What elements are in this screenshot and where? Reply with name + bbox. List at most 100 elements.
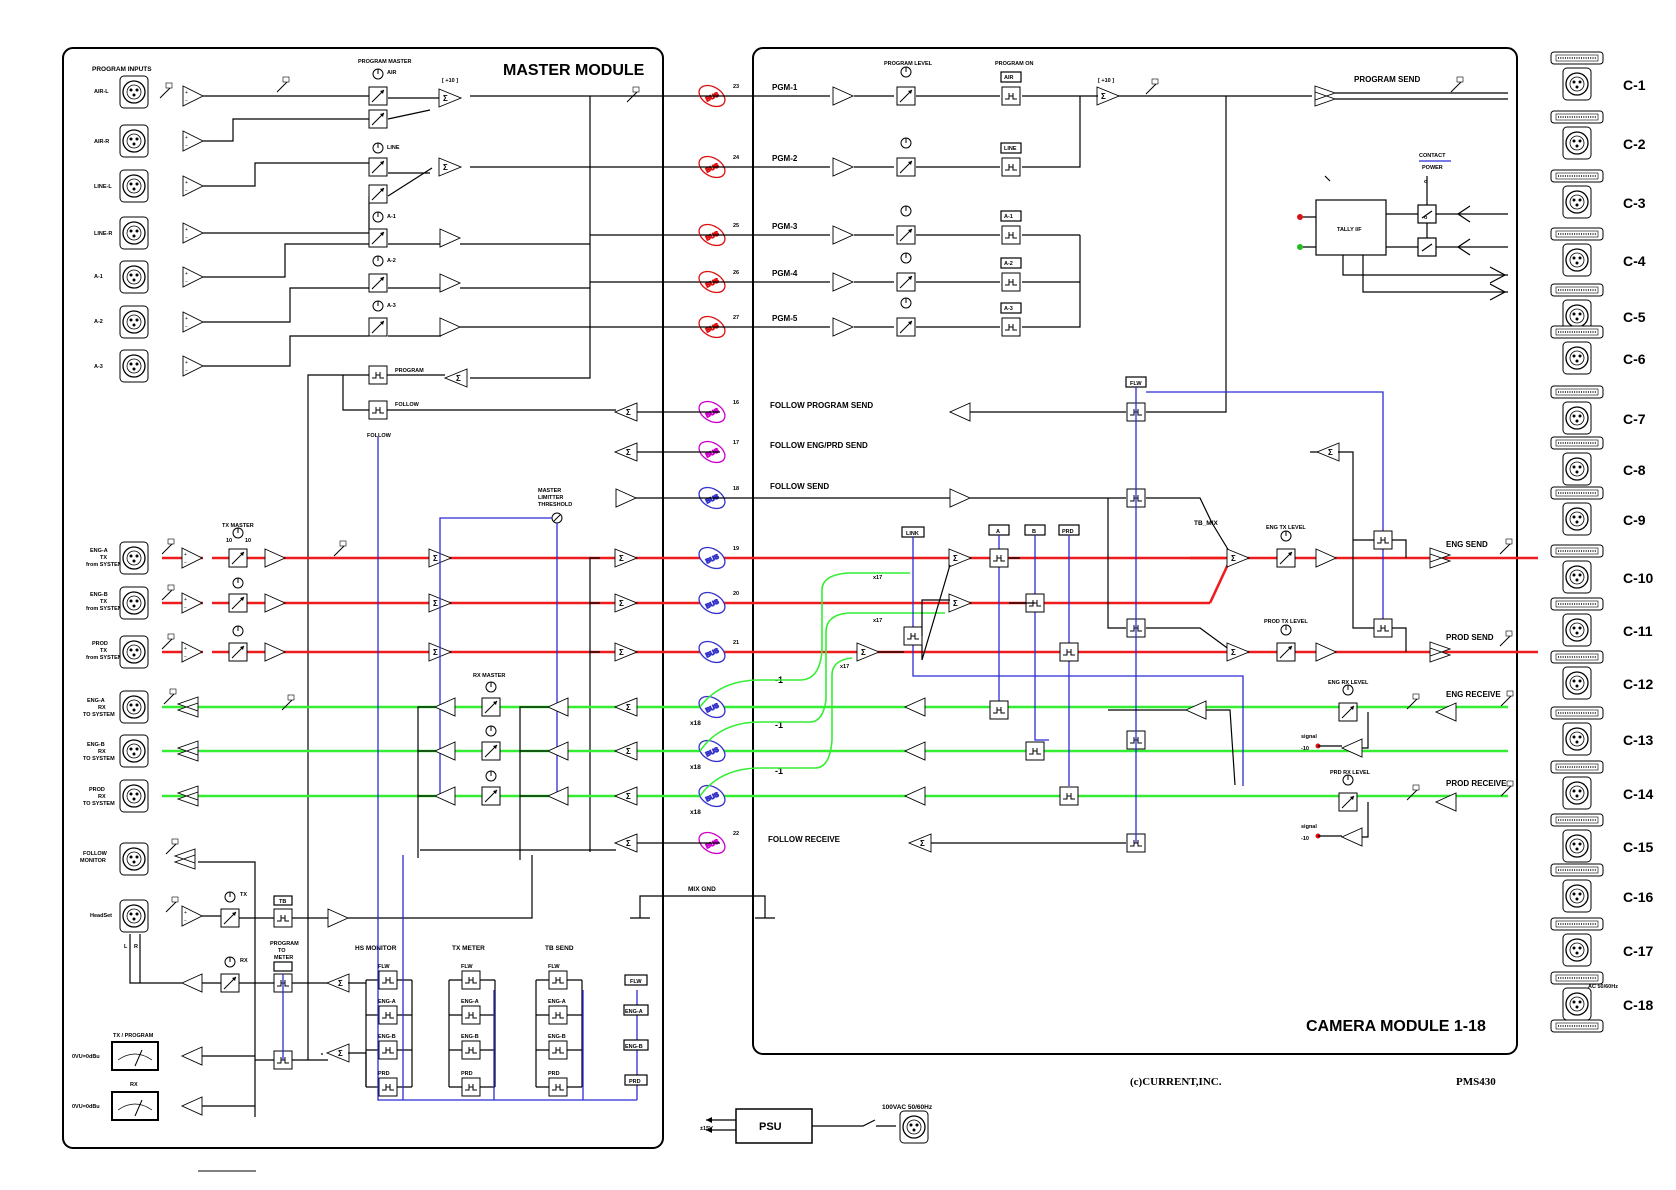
xlr-output-icon[interactable] — [119, 734, 149, 768]
xlr-connector-icon[interactable] — [1562, 341, 1592, 375]
grid-switch-icon[interactable] — [548, 970, 568, 990]
dsub-connector-icon[interactable] — [1550, 385, 1604, 399]
xlr-connector-icon[interactable] — [1562, 67, 1592, 101]
dsub-connector-icon[interactable] — [1550, 486, 1604, 500]
program-on-switch-icon[interactable] — [1001, 272, 1021, 292]
grid-switch-icon[interactable] — [548, 1077, 568, 1097]
xlr-connector-icon[interactable] — [1562, 126, 1592, 160]
xlr-connector-icon[interactable] — [119, 349, 149, 383]
program-level-fader-icon[interactable] — [896, 157, 916, 177]
xlr-connector-icon[interactable] — [1562, 613, 1592, 647]
dsub-connector-icon[interactable] — [1550, 597, 1604, 611]
fader-icon[interactable] — [368, 228, 388, 248]
program-level-fader-icon[interactable] — [896, 317, 916, 337]
xlr-connector-icon[interactable] — [119, 124, 149, 158]
fader-icon[interactable] — [368, 157, 388, 177]
xlr-connector-icon[interactable] — [1562, 401, 1592, 435]
xlr-output-icon[interactable] — [119, 690, 149, 724]
xlr-connector-icon[interactable] — [1562, 879, 1592, 913]
knob-icon[interactable] — [372, 255, 384, 267]
dsub-connector-icon[interactable] — [1550, 51, 1604, 65]
knob-icon[interactable] — [372, 300, 384, 312]
tb-switch-icon[interactable] — [273, 908, 293, 928]
xlr-connector-icon[interactable] — [1562, 776, 1592, 810]
dsub-connector-icon[interactable] — [1550, 227, 1604, 241]
grid-switch-icon[interactable] — [461, 1005, 481, 1025]
program-level-fader-icon[interactable] — [896, 272, 916, 292]
dsub-connector-icon[interactable] — [1550, 971, 1604, 985]
eng-a-button[interactable] — [623, 1004, 649, 1016]
xlr-connector-icon[interactable] — [119, 586, 149, 620]
xlr-connector-icon[interactable] — [119, 75, 149, 109]
dsub-connector-icon[interactable] — [1550, 760, 1604, 774]
xlr-connector-icon[interactable] — [1562, 243, 1592, 277]
xlr-connector-icon[interactable] — [1562, 452, 1592, 486]
xlr-connector-icon[interactable] — [1562, 185, 1592, 219]
xlr-connector-icon[interactable] — [119, 260, 149, 294]
fader-icon[interactable] — [372, 68, 384, 80]
fader-icon[interactable] — [368, 273, 388, 293]
dsub-connector-icon[interactable] — [1550, 169, 1604, 183]
dsub-connector-icon[interactable] — [1550, 325, 1604, 339]
ac-inlet-icon[interactable] — [899, 1110, 929, 1144]
program-switch-icon[interactable] — [368, 365, 388, 385]
xlr-connector-icon[interactable] — [1562, 722, 1592, 756]
program-on-switch-icon[interactable] — [1001, 225, 1021, 245]
xlr-connector-icon[interactable] — [119, 305, 149, 339]
knob-icon[interactable] — [372, 211, 384, 223]
program-on-button[interactable] — [1000, 71, 1022, 83]
flw-button[interactable] — [624, 974, 648, 986]
grid-switch-icon[interactable] — [548, 1005, 568, 1025]
grid-switch-icon[interactable] — [378, 970, 398, 990]
headset-connector-icon[interactable] — [119, 899, 149, 933]
program-level-knob-icon[interactable] — [900, 297, 912, 309]
dsub-connector-icon[interactable] — [1550, 813, 1604, 827]
xlr-connector-icon[interactable] — [1562, 560, 1592, 594]
follow-switch-icon[interactable] — [368, 400, 388, 420]
dsub-connector-icon[interactable] — [1550, 544, 1604, 558]
program-level-knob-icon[interactable] — [900, 66, 912, 78]
xlr-connector-icon[interactable] — [1562, 666, 1592, 700]
xlr-connector-icon[interactable] — [1562, 933, 1592, 967]
grid-switch-icon[interactable] — [548, 1040, 568, 1060]
grid-switch-icon[interactable] — [378, 1077, 398, 1097]
fader-icon[interactable] — [368, 184, 388, 204]
follow-monitor-connector-icon[interactable] — [119, 842, 149, 876]
fader-icon[interactable] — [368, 109, 388, 129]
grid-switch-icon[interactable] — [378, 1005, 398, 1025]
program-on-switch-icon[interactable] — [1001, 157, 1021, 177]
xlr-connector-icon[interactable] — [1562, 829, 1592, 863]
knob-icon[interactable] — [372, 142, 384, 154]
dsub-connector-icon[interactable] — [1550, 650, 1604, 664]
xlr-output-icon[interactable] — [119, 779, 149, 813]
program-on-switch-icon[interactable] — [1001, 86, 1021, 106]
grid-switch-icon[interactable] — [461, 970, 481, 990]
grid-switch-icon[interactable] — [461, 1077, 481, 1097]
program-on-button[interactable] — [1000, 302, 1022, 314]
xlr-connector-icon[interactable] — [1562, 502, 1592, 536]
dsub-connector-icon[interactable] — [1550, 706, 1604, 720]
xlr-connector-icon[interactable] — [119, 541, 149, 575]
program-level-knob-icon[interactable] — [900, 205, 912, 217]
xlr-connector-icon[interactable] — [1562, 987, 1592, 1021]
program-on-button[interactable] — [1000, 257, 1022, 269]
program-on-button[interactable] — [1000, 210, 1022, 222]
fader-icon[interactable] — [368, 86, 388, 106]
dsub-connector-icon[interactable] — [1550, 436, 1604, 450]
eng-b-button[interactable] — [623, 1039, 649, 1051]
xlr-connector-icon[interactable] — [119, 216, 149, 250]
dsub-connector-icon[interactable] — [1550, 283, 1604, 297]
program-level-knob-icon[interactable] — [900, 252, 912, 264]
dsub-connector-icon[interactable] — [1550, 863, 1604, 877]
program-level-fader-icon[interactable] — [896, 86, 916, 106]
grid-switch-icon[interactable] — [461, 1040, 481, 1060]
xlr-connector-icon[interactable] — [119, 169, 149, 203]
program-on-button[interactable] — [1000, 142, 1022, 154]
dsub-connector-icon[interactable] — [1550, 110, 1604, 124]
prd-button[interactable] — [624, 1074, 648, 1086]
program-level-fader-icon[interactable] — [896, 225, 916, 245]
tb-button[interactable] — [273, 895, 293, 906]
grid-switch-icon[interactable] — [378, 1040, 398, 1060]
program-level-knob-icon[interactable] — [900, 137, 912, 149]
fader-icon[interactable] — [368, 317, 388, 337]
